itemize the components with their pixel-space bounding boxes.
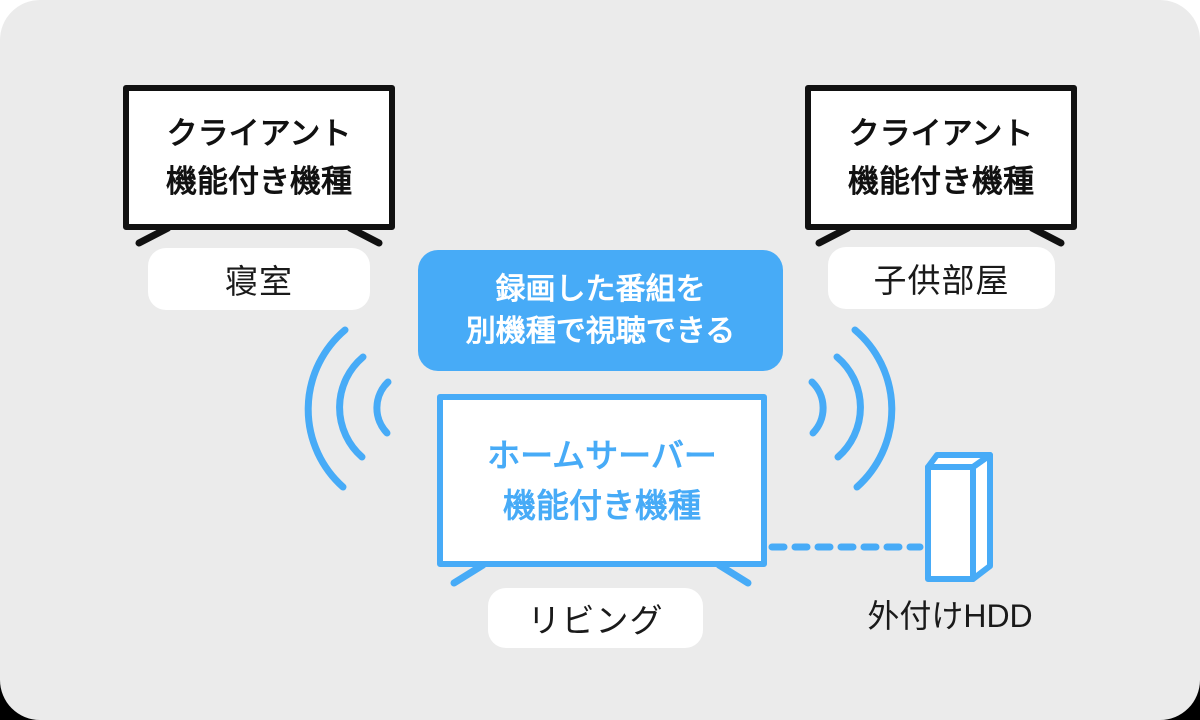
feature-callout-line1: 録画した番組を bbox=[495, 272, 706, 306]
client-tv-left-title-line1: クライアント bbox=[166, 115, 352, 151]
client-tv-right-title-line1: クライアント bbox=[848, 115, 1034, 151]
external-hdd-label: 外付けHDD bbox=[867, 598, 1033, 634]
server-tv-title-line2: 機能付き機種 bbox=[503, 486, 701, 524]
client-tv-right: クライアント 機能付き機種 bbox=[805, 85, 1077, 230]
client-tv-left: クライアント 機能付き機種 bbox=[123, 85, 395, 230]
room-label-kids-room: 子供部屋 bbox=[828, 247, 1055, 309]
feature-callout: 録画した番組を 別機種で視聴できる bbox=[418, 250, 783, 371]
room-label-bedroom-text: 寝室 bbox=[225, 263, 293, 300]
room-label-living-text: リビング bbox=[527, 602, 664, 639]
client-tv-left-title-line2: 機能付き機種 bbox=[166, 163, 352, 199]
wifi-signal-left-icon bbox=[304, 326, 392, 491]
wifi-signal-right-icon bbox=[808, 326, 896, 491]
server-tv-title-line1: ホームサーバー bbox=[487, 436, 717, 474]
room-label-living: リビング bbox=[488, 588, 703, 648]
client-tv-left-legs bbox=[135, 224, 383, 247]
server-tv-legs bbox=[450, 561, 752, 587]
room-label-bedroom: 寝室 bbox=[148, 248, 370, 310]
client-tv-right-title-line2: 機能付き機種 bbox=[848, 163, 1034, 199]
room-label-kids-room-text: 子供部屋 bbox=[873, 262, 1010, 299]
server-tv: ホームサーバー 機能付き機種 bbox=[437, 394, 767, 567]
client-tv-right-legs bbox=[815, 224, 1065, 247]
feature-callout-line2: 別機種で視聴できる bbox=[465, 314, 736, 348]
external-hdd-icon bbox=[925, 452, 993, 582]
